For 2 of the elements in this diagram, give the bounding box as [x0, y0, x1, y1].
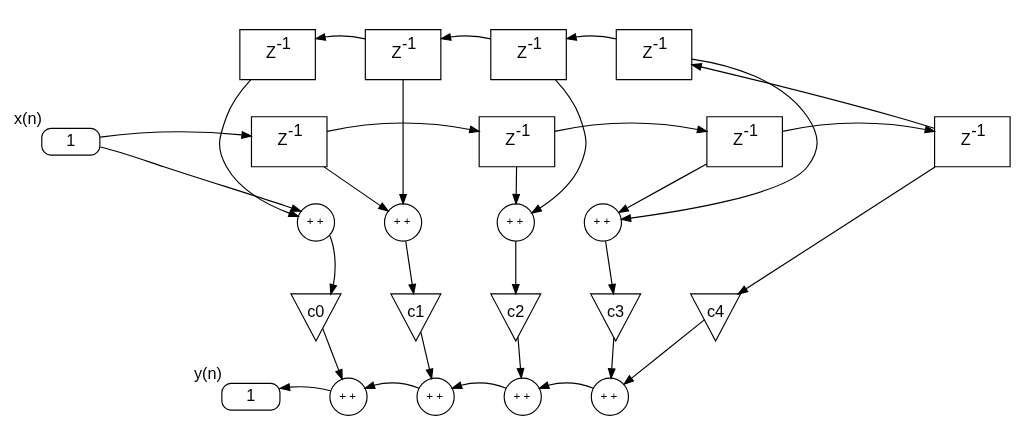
node-label: x(n) [13, 108, 42, 127]
node-label: y(n) [193, 363, 222, 382]
